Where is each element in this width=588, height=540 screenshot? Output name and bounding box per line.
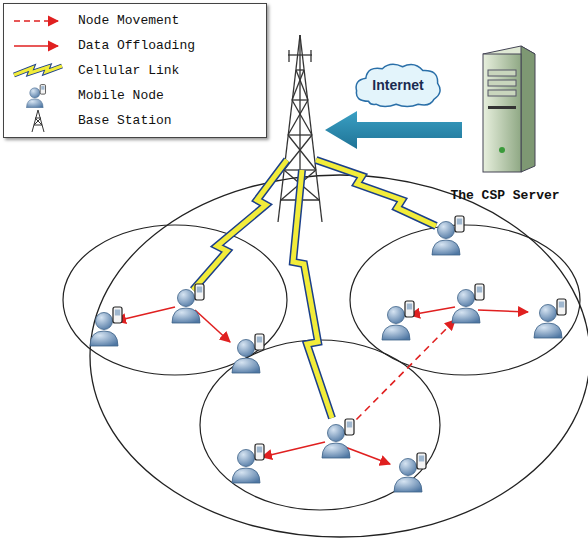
legend-sample — [10, 109, 66, 133]
mobile-node-icon — [534, 299, 566, 338]
legend-label: Mobile Node — [78, 88, 164, 103]
cloud-label: Internet — [372, 77, 423, 93]
server-label: The CSP Server — [446, 188, 563, 203]
legend-label: Base Station — [78, 113, 172, 128]
legend-entry: Cellular Link — [4, 58, 266, 83]
legend-entry: Data Offloading — [4, 33, 266, 58]
mobile-node-icon — [382, 301, 414, 340]
internet-cloud: Internet — [352, 61, 444, 109]
server-node: The CSP Server — [446, 40, 563, 203]
legend-sample — [10, 84, 66, 108]
legend-box: Node MovementData OffloadingCellular Lin… — [3, 3, 267, 138]
legend-entry: Node Movement — [4, 8, 266, 33]
legend-label: Cellular Link — [78, 63, 179, 78]
cell-coverage-ellipse — [90, 175, 588, 537]
cluster-ellipse — [63, 225, 287, 375]
legend-entry: Base Station — [4, 108, 266, 133]
mobile-node-icon — [232, 444, 264, 483]
mobile-node-icon — [90, 307, 122, 346]
mobile-node-icon — [452, 284, 484, 323]
offloading-arrows — [116, 307, 528, 464]
mobile-node-icon — [172, 284, 204, 323]
server-icon — [465, 40, 545, 180]
cluster-ellipse — [350, 225, 580, 375]
legend-sample — [10, 59, 66, 83]
download-arrow — [325, 111, 462, 149]
mobile-nodes — [90, 216, 566, 492]
legend-sample — [10, 34, 66, 58]
cellular-links — [193, 160, 436, 418]
legend-entry: Mobile Node — [4, 83, 266, 108]
mobile-node-icon — [232, 334, 264, 373]
mobile-node-icon — [432, 216, 464, 255]
legend-sample — [10, 9, 66, 33]
legend-label: Data Offloading — [78, 38, 195, 53]
mobile-node-icon — [322, 419, 354, 458]
legend-label: Node Movement — [78, 13, 179, 28]
mobile-node-icon — [394, 453, 426, 492]
